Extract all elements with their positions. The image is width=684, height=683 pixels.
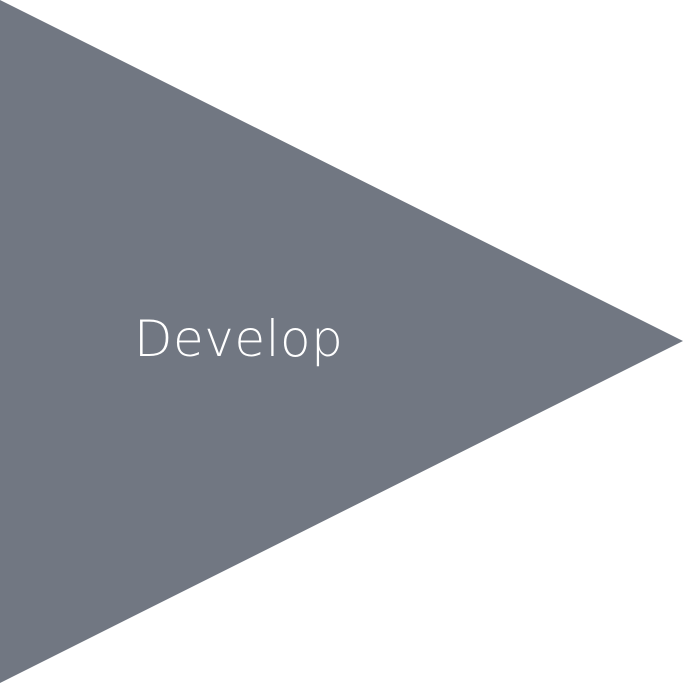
shape-label-develop: Develop (134, 310, 344, 368)
